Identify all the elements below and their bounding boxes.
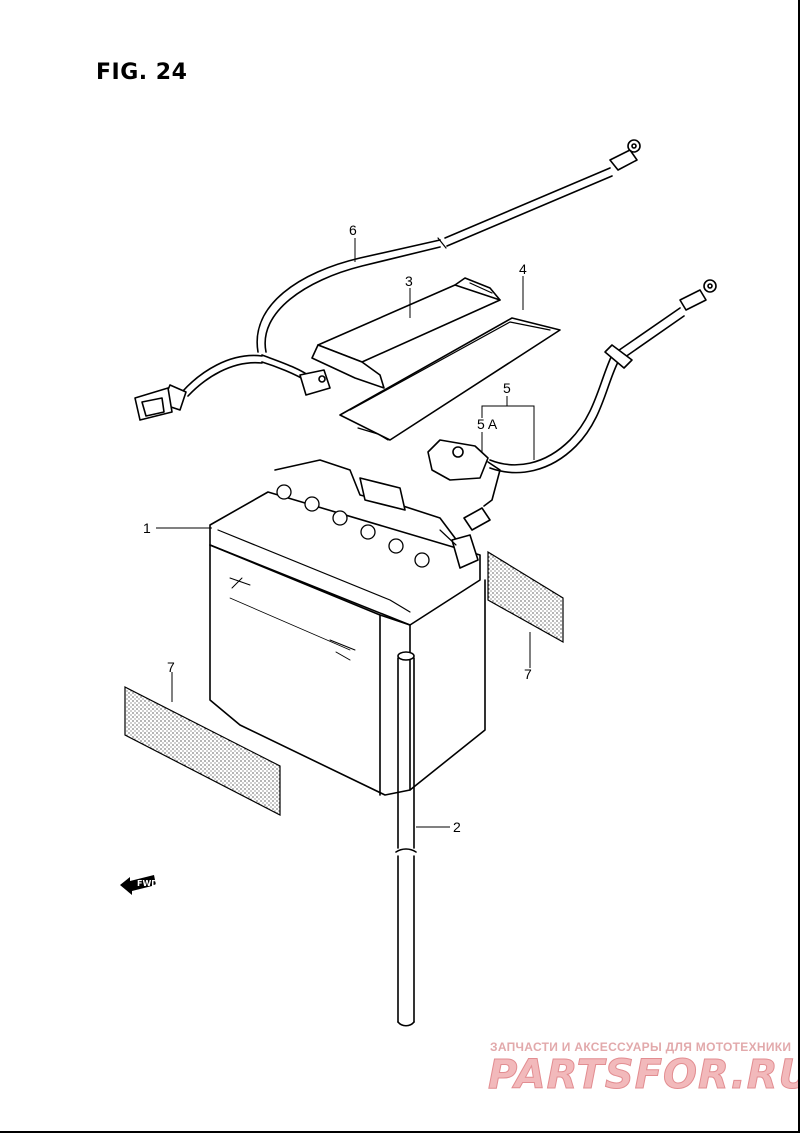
- figure-title: FIG. 24: [96, 60, 188, 85]
- battery: [209, 459, 486, 796]
- callout-5: 5: [503, 380, 511, 396]
- wire-harness: [134, 139, 641, 421]
- breather-tube: [395, 651, 417, 1027]
- watermark-tagline: ЗАПЧАСТИ И АКСЕССУАРЫ ДЛЯ МОТОТЕХНИКИ: [490, 1040, 792, 1054]
- callout-6: 6: [349, 222, 357, 238]
- callout-7-right: 7: [524, 666, 532, 682]
- battery-strap-lower: [339, 317, 561, 441]
- frame-border-right: [798, 0, 800, 1133]
- callout-5a: 5 A: [477, 416, 498, 432]
- forward-arrow-icon: [120, 875, 156, 895]
- frame-border-bottom: [0, 1131, 800, 1133]
- battery-pad-left: [124, 686, 281, 816]
- callout-3: 3: [405, 273, 413, 289]
- battery-strap-upper: [311, 277, 501, 389]
- positive-cable: [427, 279, 717, 531]
- battery-pad-right: [487, 550, 564, 644]
- callout-1: 1: [143, 520, 151, 536]
- callout-4: 4: [519, 261, 527, 277]
- callout-7-left: 7: [167, 659, 175, 675]
- forward-label: FWD: [137, 879, 158, 888]
- watermark-logo: PARTSFOR.RU: [487, 1052, 800, 1099]
- callout-2: 2: [453, 819, 461, 835]
- leader-lines: [156, 238, 535, 828]
